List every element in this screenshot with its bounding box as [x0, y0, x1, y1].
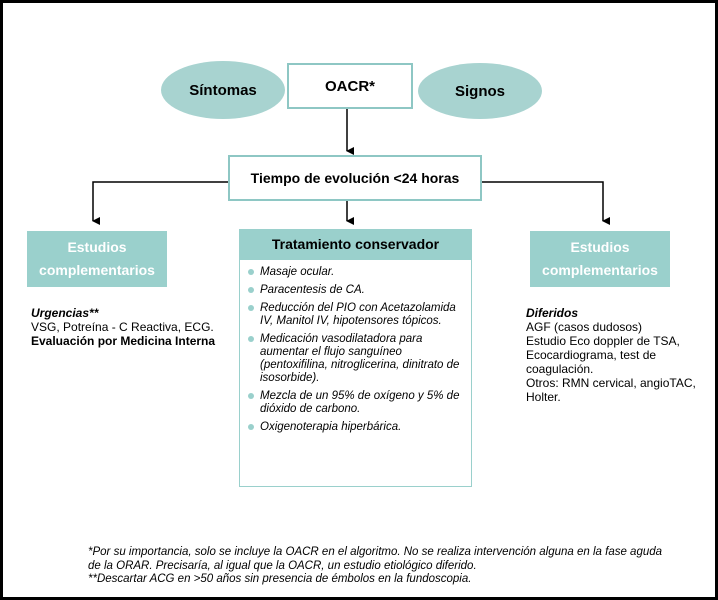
- treatment-item: Reducción del PIO con Acetazolamida IV, …: [246, 302, 465, 328]
- urgencias-heading: Urgencias**: [31, 306, 99, 320]
- left-estudios-box: Estudios complementarios: [27, 231, 167, 287]
- bullet-icon: [248, 336, 254, 342]
- right-estudios-line1: Estudios: [570, 239, 630, 255]
- footnotes: *Por su importancia, solo se incluye la …: [88, 546, 678, 587]
- oacr-box: OACR*: [287, 63, 413, 109]
- bullet-icon: [248, 287, 254, 293]
- diferidos-line3: Otros: RMN cervical, angioTAC, Holter.: [526, 376, 696, 404]
- bullet-icon: [248, 269, 254, 275]
- footnote-1: *Por su importancia, solo se incluye la …: [88, 546, 663, 572]
- treatment-item: Masaje ocular.: [246, 266, 465, 279]
- right-estudios-line2: complementarios: [542, 262, 658, 278]
- treatment-item: Paracentesis de CA.: [246, 284, 465, 297]
- diferidos-line1: AGF (casos dudosos): [526, 320, 643, 334]
- evolution-box: Tiempo de evolución <24 horas: [228, 155, 482, 201]
- left-estudios-line2: complementarios: [39, 262, 155, 278]
- urgencias-block: Urgencias** VSG, Potreína - C Reactiva, …: [31, 306, 237, 348]
- bullet-icon: [248, 424, 254, 430]
- signos-label: Signos: [454, 82, 505, 100]
- connector-lines: [92, 107, 610, 225]
- treatment-header: Tratamiento conservador: [239, 229, 472, 259]
- footnote-2: **Descartar ACG en >50 años sin presenci…: [88, 573, 472, 585]
- right-estudios-box: Estudios complementarios: [530, 231, 670, 287]
- diferidos-heading: Diferidos: [526, 306, 579, 320]
- bullet-icon: [248, 305, 254, 311]
- left-estudios-line1: Estudios: [67, 239, 127, 255]
- urgencias-line1: VSG, Potreína - C Reactiva, ECG.: [31, 320, 214, 334]
- connector-left: [92, 181, 229, 225]
- oacr-label: OACR*: [324, 77, 375, 95]
- evolution-label: Tiempo de evolución <24 horas: [250, 170, 460, 186]
- treatment-item: Mezcla de un 95% de oxígeno y 5% de dióx…: [246, 390, 465, 416]
- urgencias-line2: Evaluación por Medicina Interna: [31, 334, 216, 348]
- bullet-icon: [248, 393, 254, 399]
- diferidos-line2: Estudio Eco doppler de TSA, Ecocardiogra…: [526, 334, 680, 376]
- sintomas-label: Síntomas: [189, 81, 257, 99]
- treatment-item: Medicación vasodilatadora para aumentar …: [246, 333, 465, 385]
- sintomas-ellipse: Síntomas: [161, 61, 285, 119]
- signos-ellipse: Signos: [418, 63, 542, 119]
- diferidos-block: Diferidos AGF (casos dudosos) Estudio Ec…: [526, 306, 708, 404]
- treatment-title: Tratamiento conservador: [271, 236, 440, 252]
- connector-right: [477, 181, 610, 225]
- treatment-item: Oxigenoterapia hiperbárica.: [246, 421, 465, 434]
- treatment-list: Masaje ocular. Paracentesis de CA. Reduc…: [239, 259, 472, 487]
